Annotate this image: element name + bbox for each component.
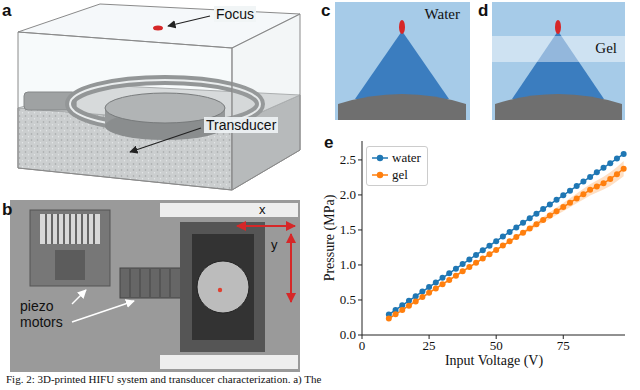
tick-label: 0.5 [340,293,356,308]
tick-label: 1.0 [340,257,356,272]
tick-label: 1.5 [340,222,356,237]
part-label: Transducer [204,117,278,133]
leader-line [168,16,210,26]
tick-label: 50 [490,339,503,354]
figure-caption: Fig. 2: 3D-printed HIFU system and trans… [6,373,321,385]
stage-render [10,200,300,372]
panel-letter: d [478,1,488,21]
leader-line [72,290,86,304]
tick-label: 75 [557,339,570,354]
pressure-chart [358,141,627,339]
legend-label: gel [392,167,408,183]
panel-letter: c [321,1,330,21]
gel-schematic [492,2,625,120]
legend-entry: water [371,149,421,166]
legend-label: water [392,150,421,166]
axis-title: Pressure (MPa) [322,195,338,282]
gel-band: Gel [492,36,625,62]
leader-line [72,301,134,322]
part-label: piezo motors [20,298,74,330]
panel-letter: a [2,1,11,21]
node-label: Gel [595,40,617,57]
water-schematic [335,2,470,120]
panel-letter: b [2,200,12,220]
chart-legend: watergel [366,146,428,186]
axis-direction: x [259,203,266,218]
axis-direction: y [271,238,278,253]
legend-swatch [371,169,389,181]
tank-render [18,4,300,190]
water-region: Water [335,2,470,120]
tick-label: 25 [423,339,436,354]
panel-letter: e [324,133,333,153]
focus-spot [153,26,163,31]
axis-title: Input Voltage (V) [445,353,543,369]
legend-entry: gel [371,166,421,183]
tick-label: 2.0 [340,187,356,202]
node-label: Water [425,6,460,23]
part-label: Focus [214,6,256,22]
tick-label: 2.5 [340,152,356,167]
legend-swatch [371,152,389,164]
leader-line [130,128,201,152]
tick-label: 0 [359,339,366,354]
tick-label: 0.0 [340,328,356,343]
